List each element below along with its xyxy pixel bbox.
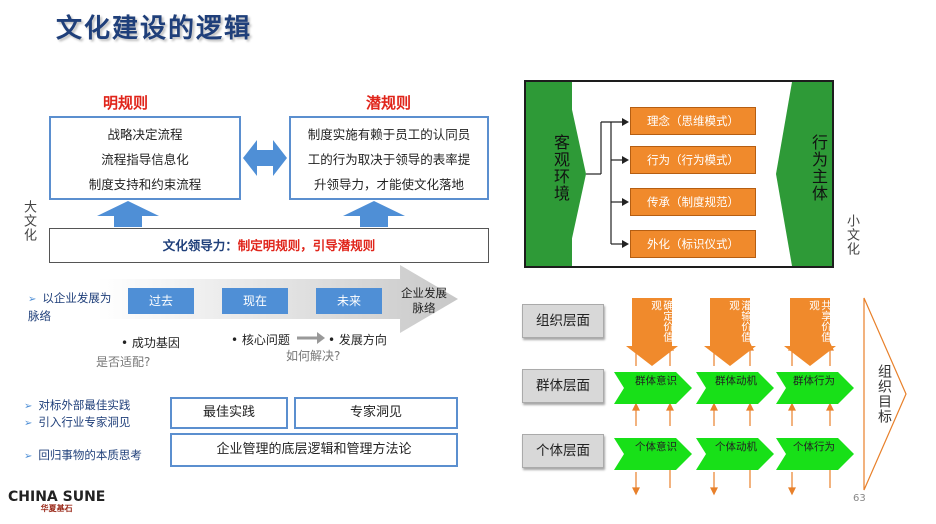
bottom-bullet-text: 引入行业专家洞见 xyxy=(38,415,131,429)
question-fit: 是否适配? xyxy=(96,355,151,369)
level-individual: 个体层面 xyxy=(522,434,604,468)
env-label: 客观环境 xyxy=(551,134,570,202)
implicit-rules-header: 潜规则 xyxy=(366,94,412,112)
logo-text: CHINA SUNE xyxy=(8,489,106,505)
bottom-bullet: ➢ 引入行业专家洞见 xyxy=(24,414,130,430)
double-arrow-icon xyxy=(243,140,287,176)
up-arrow-icon xyxy=(97,201,159,227)
leadership-prefix: 文化领导力： xyxy=(162,238,238,253)
orange-item: 外化（标识仪式） xyxy=(630,230,756,258)
behavior-panel: 客观环境 行为主体 理念（思维模式） 行为（行为模式） 传承（制度规范） 外化（… xyxy=(524,80,834,268)
note-success-text: 成功基因 xyxy=(131,336,180,350)
bullet-arrow-icon: ➢ xyxy=(24,451,33,462)
level-organization: 组织层面 xyxy=(522,304,604,338)
orange-item: 理念（思维模式） xyxy=(630,107,756,135)
note-core-text: 核心问题 xyxy=(241,333,290,347)
implicit-line: 制度实施有赖于员工的认同员 xyxy=(307,127,471,142)
leadership-box: 文化领导力：制定明规则，引导潜规则 xyxy=(49,228,489,263)
individual-arrow-text: 个体行为 xyxy=(793,441,835,453)
explicit-line: 制度支持和约束流程 xyxy=(88,177,202,192)
bottom-bullet-text: 对标外部最佳实践 xyxy=(38,398,131,412)
stage-future: 未来 xyxy=(316,288,382,314)
expert-insight-box: 专家洞见 xyxy=(294,397,458,429)
goal-label: 组织目标 xyxy=(876,364,892,424)
value-arrow-text: 确定价值观 xyxy=(650,300,674,342)
note-direction-text: 发展方向 xyxy=(338,333,387,347)
small-culture-label: 小文化 xyxy=(844,214,859,256)
timeline-bullet-text: 以企业发展为脉络 xyxy=(28,291,112,323)
implicit-rules-box: 制度实施有赖于员工的认同员 工的行为取决于领导的表率提 升领导力，才能使文化落地 xyxy=(289,116,489,200)
bullet-arrow-icon: ➢ xyxy=(24,418,33,429)
group-arrow-text: 群体动机 xyxy=(715,375,757,387)
explicit-line: 流程指导信息化 xyxy=(101,152,189,167)
management-logic-box: 企业管理的底层逻辑和管理方法论 xyxy=(170,433,458,467)
bullet-arrow-icon: ➢ xyxy=(28,294,37,305)
up-arrow-icon xyxy=(343,201,405,227)
leadership-text: 制定明规则，引导潜规则 xyxy=(237,238,376,253)
note-success: • 成功基因 xyxy=(121,336,180,350)
explicit-rules-header: 明规则 xyxy=(103,94,149,112)
right-arrow-icon xyxy=(297,332,325,344)
value-arrow-text: 共享价值观 xyxy=(808,300,832,342)
explicit-rules-box: 战略决定流程 流程指导信息化 制度支持和约束流程 xyxy=(49,116,241,200)
stage-present: 现在 xyxy=(222,288,288,314)
company-logo: CHINA SUNE 华夏基石 xyxy=(8,489,105,514)
individual-arrow-text: 个体意识 xyxy=(635,441,677,453)
logo-subtext: 华夏基石 xyxy=(40,504,73,513)
page-number: 63 xyxy=(853,493,866,504)
timeline-arrow-label: 企业发展脉络 xyxy=(401,286,447,315)
individual-arrow-text: 个体动机 xyxy=(715,441,757,453)
best-practice-box: 最佳实践 xyxy=(170,397,288,429)
bullet-arrow-icon: ➢ xyxy=(24,401,33,412)
note-core: • 核心问题 xyxy=(231,333,290,347)
bottom-bullet-text: 回归事物的本质思考 xyxy=(38,448,142,462)
level-group: 群体层面 xyxy=(522,369,604,403)
page-title: 文化建设的逻辑 xyxy=(56,14,253,44)
orange-item: 传承（制度规范） xyxy=(630,188,756,216)
bottom-bullet: ➢ 回归事物的本质思考 xyxy=(24,447,142,463)
orange-item: 行为（行为模式） xyxy=(630,146,756,174)
subject-label: 行为主体 xyxy=(809,134,828,202)
implicit-line: 工的行为取决于领导的表率提 xyxy=(307,152,471,167)
bottom-bullet: ➢ 对标外部最佳实践 xyxy=(24,397,130,413)
panel-shapes xyxy=(526,82,832,266)
implicit-line: 升领导力，才能使文化落地 xyxy=(313,177,464,192)
group-arrow-text: 群体意识 xyxy=(635,375,677,387)
green-arrows xyxy=(614,372,854,470)
timeline-bullet: ➢以企业发展为脉络 xyxy=(28,290,118,324)
group-arrow-text: 群体行为 xyxy=(793,375,835,387)
note-direction: • 发展方向 xyxy=(328,333,387,347)
value-arrow-text: 灌输价值观 xyxy=(728,300,752,342)
value-arrows xyxy=(626,298,836,366)
explicit-line: 战略决定流程 xyxy=(107,127,183,142)
stage-past: 过去 xyxy=(128,288,194,314)
question-solve: 如何解决? xyxy=(286,349,341,363)
big-culture-label: 大文化 xyxy=(21,200,36,242)
